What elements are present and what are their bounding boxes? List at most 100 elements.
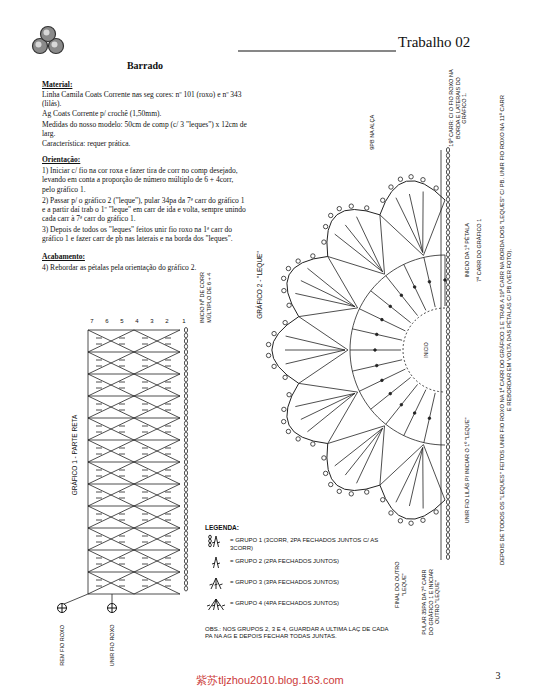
chain-stitch <box>184 482 187 487</box>
chain-stitch <box>184 427 187 432</box>
stitch-group-symbol <box>212 557 220 568</box>
chain-stitch <box>184 361 187 366</box>
chain-stitch <box>446 170 449 175</box>
chain-stitch <box>446 351 449 356</box>
chain-stitch <box>446 467 449 472</box>
join-yarn-mark <box>108 604 117 613</box>
chain-stitch <box>446 511 449 516</box>
center-ring <box>403 308 445 392</box>
header-icon <box>33 27 64 54</box>
picot <box>323 224 327 228</box>
chain-stitch <box>184 405 187 410</box>
stitch-dot <box>381 379 384 382</box>
instruction-text: 4) Rebordar as pétalas pela orientação d… <box>42 263 247 272</box>
chain-stitch <box>446 428 449 433</box>
picot <box>337 206 341 210</box>
icon-highlight <box>36 42 42 48</box>
chain-stitch <box>446 230 449 235</box>
picot <box>286 266 290 270</box>
chain-stitch <box>184 548 187 553</box>
chain-stitch <box>184 333 187 338</box>
picot <box>421 178 425 182</box>
stitch-lattice <box>88 330 180 594</box>
chain-stitch <box>184 355 187 360</box>
picot <box>389 511 393 515</box>
chain-stitch <box>446 500 449 505</box>
chart-note: 9PB NA ALÇA <box>369 102 376 162</box>
chain-stitch <box>446 197 449 202</box>
chain-stitch <box>184 328 187 333</box>
chain-stitch <box>209 543 212 547</box>
petal-stitch <box>357 428 383 483</box>
radial-stitch <box>445 255 446 306</box>
chain-stitch <box>446 307 449 312</box>
chain-stitch <box>184 465 187 470</box>
join-cross <box>58 604 67 613</box>
picot <box>311 254 315 258</box>
chain-stitch <box>446 269 449 274</box>
watermark: 紫苏tljzhou2010.blog.163.com <box>120 674 420 687</box>
stitch-dot <box>389 305 392 308</box>
chain-stitch <box>184 383 187 388</box>
picot <box>381 498 385 502</box>
picot <box>323 471 327 475</box>
chain-stitch <box>446 175 449 180</box>
stitch-group-symbol <box>207 599 225 610</box>
petal-stitch <box>285 350 345 351</box>
chain-stitch <box>184 493 187 498</box>
picot <box>287 303 291 307</box>
chain-stitch <box>446 483 449 488</box>
picot <box>409 521 413 525</box>
chain-stitch <box>446 329 449 334</box>
chain-stitch <box>446 362 449 367</box>
petal-outline <box>299 256 358 316</box>
chain-stitch <box>446 159 449 164</box>
stitch-dot <box>400 403 403 406</box>
chain-stitch <box>446 236 449 241</box>
chain-stitch <box>184 509 187 514</box>
chain-stitch <box>184 410 187 415</box>
row-number: 3 <box>146 318 158 325</box>
header-rule <box>238 50 396 51</box>
chain-stitch <box>184 366 187 371</box>
row-number: 1 <box>178 318 190 325</box>
chain-stitch <box>446 527 449 532</box>
instruction-text: 1) Iniciar c/ fio na cor roxa e fazer ti… <box>42 166 247 193</box>
petal-stitch <box>286 336 345 350</box>
chain-stitch <box>446 472 449 477</box>
chart-fan <box>266 148 449 561</box>
chain-stitch <box>184 520 187 525</box>
petal-edge <box>380 485 445 519</box>
petal-stitch <box>295 293 355 306</box>
chain-stitch <box>184 581 187 586</box>
chain-stitch <box>446 181 449 186</box>
radial-stitch <box>404 390 426 436</box>
chain-stitch <box>446 489 449 494</box>
chain-stitch <box>184 438 187 443</box>
radial-stitch <box>352 329 402 340</box>
petal-stitch <box>307 393 354 431</box>
icon-circle <box>41 27 56 42</box>
petal-stitch <box>396 447 423 502</box>
picot <box>272 364 276 368</box>
chain-stitch <box>184 553 187 558</box>
chain-stitch <box>446 219 449 224</box>
petal-stitch <box>301 281 355 307</box>
petal-stitch <box>335 428 383 466</box>
chain-stitch <box>184 476 187 481</box>
stitch-dot <box>374 349 377 352</box>
stitch-group-symbol <box>212 536 220 547</box>
chain-stitch <box>184 498 187 503</box>
stitch-dot <box>428 280 431 283</box>
petal-stitch <box>345 225 382 272</box>
petal-stitch <box>422 447 423 508</box>
chain-stitch <box>184 575 187 580</box>
chart-note: REM FIO ROXO <box>59 620 66 670</box>
chain-stitch <box>184 394 187 399</box>
picot <box>409 175 413 179</box>
chain-stitch <box>446 302 449 307</box>
picot <box>337 489 341 493</box>
chain-stitch <box>184 388 187 393</box>
chain-stitch <box>184 339 187 344</box>
field-heading: Orientação: <box>42 155 162 164</box>
